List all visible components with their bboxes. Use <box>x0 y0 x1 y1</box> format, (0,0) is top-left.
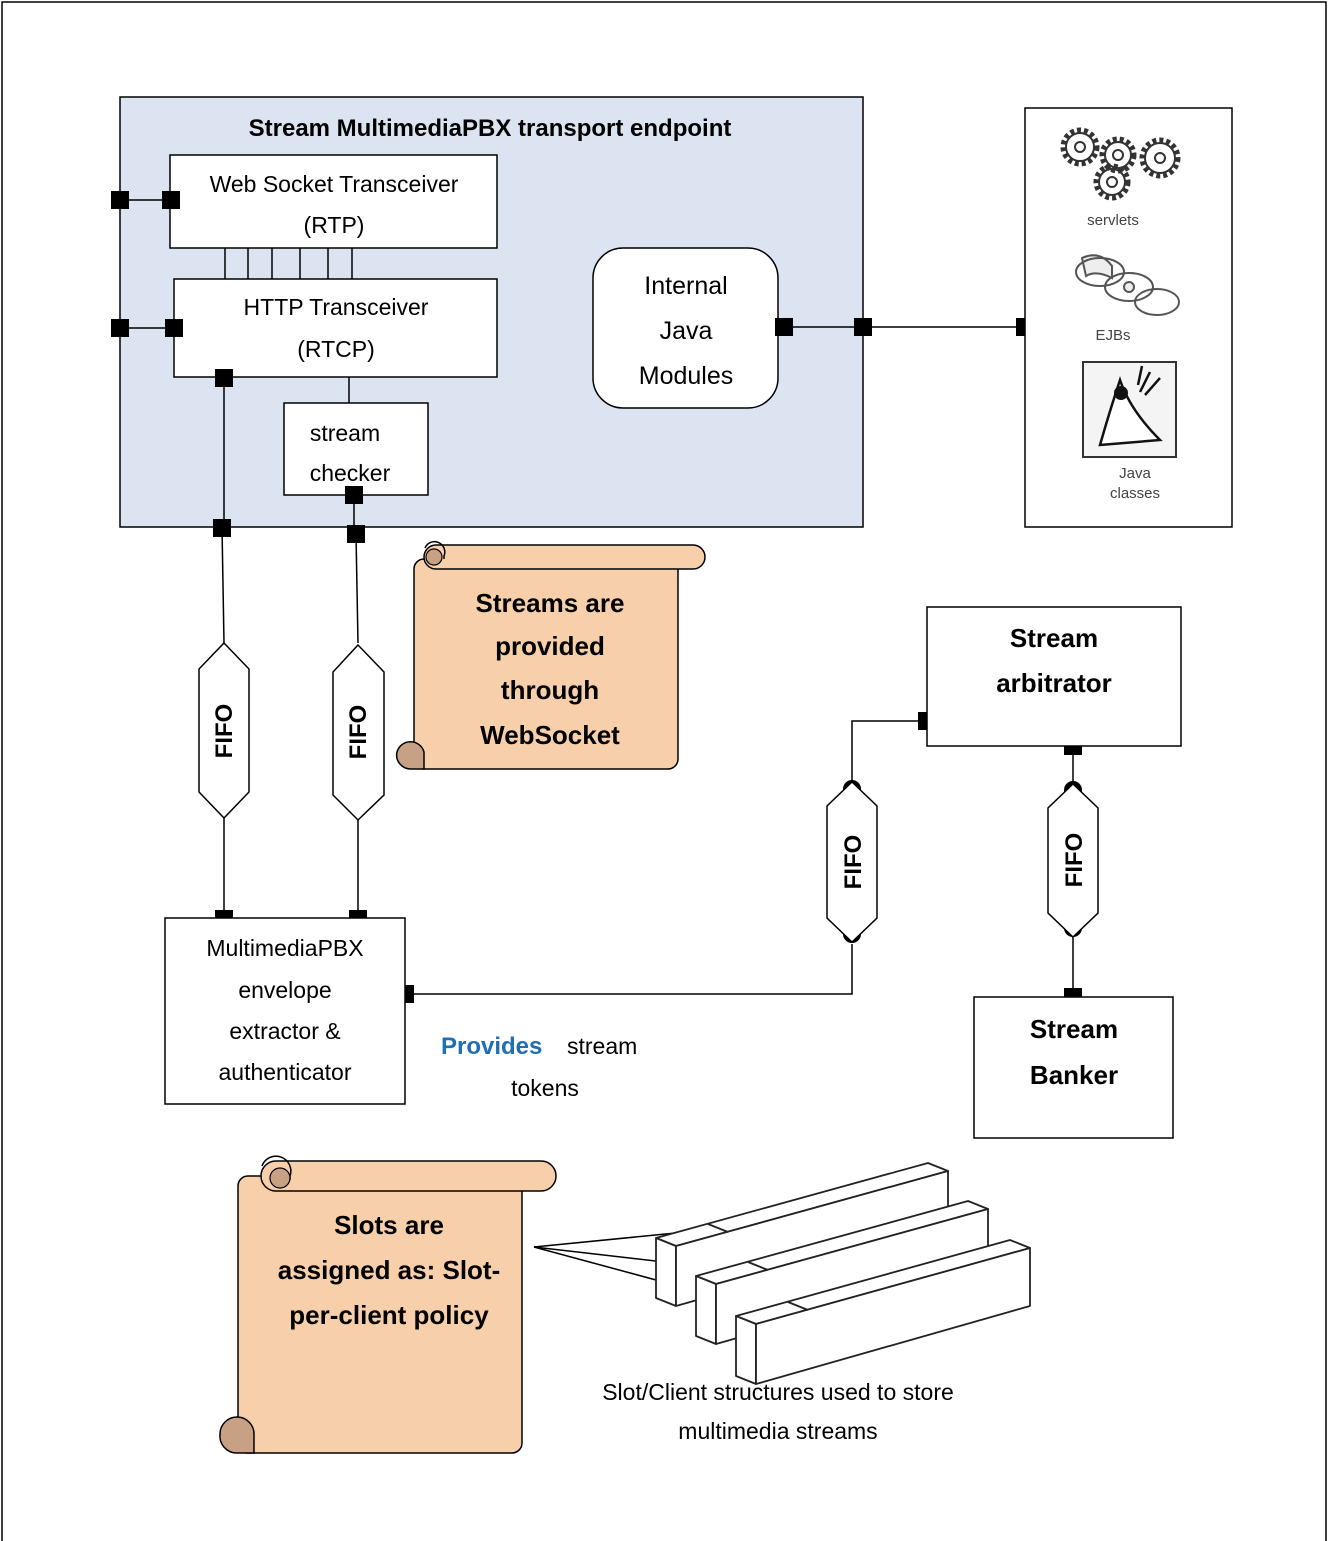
note-streams-line-4: WebSocket <box>480 720 620 750</box>
stream-banker: Stream Banker <box>973 996 1174 1139</box>
note-slots: Slots are assigned as: Slot- per-client … <box>219 1155 557 1454</box>
stream-arbitrator-label-1: Stream <box>1010 623 1098 653</box>
provides-line-2: tokens <box>511 1075 579 1101</box>
envelope-extractor-box <box>164 917 406 1105</box>
extractor-label-4: authenticator <box>219 1059 352 1085</box>
stream-checker: stream checker <box>283 402 429 496</box>
gears-icon <box>1060 127 1181 201</box>
port <box>165 319 183 337</box>
servlets-label: servlets <box>1087 212 1139 229</box>
fifo-4-label: FIFO <box>1061 833 1088 888</box>
round-ports <box>843 780 1082 943</box>
provides-highlight: Provides <box>441 1033 542 1060</box>
websocket-transceiver-label: Web Socket Transceiver <box>210 171 459 197</box>
provides-rest: stream <box>567 1033 637 1059</box>
extractor-label-3: extractor & <box>229 1018 340 1044</box>
note-streams-line-3: through <box>501 675 599 705</box>
stream-banker-label-2: Banker <box>1030 1060 1118 1090</box>
fifo-2-label: FIFO <box>345 705 372 760</box>
stream-arbitrator-box <box>926 606 1182 747</box>
envelope-extractor: MultimediaPBX envelope extractor & authe… <box>164 917 406 1105</box>
duke-icon <box>1082 361 1177 458</box>
websocket-transceiver-sublabel: (RTP) <box>304 212 365 238</box>
fifo-2: FIFO <box>332 643 385 822</box>
note-streams: Streams are provided through WebSocket <box>395 540 706 770</box>
ejb-icon <box>1075 254 1180 316</box>
fifo-3-label: FIFO <box>840 835 867 890</box>
java-classes-label-1: Java <box>1119 465 1151 482</box>
port <box>213 519 231 537</box>
port <box>854 318 872 336</box>
http-transceiver-box <box>173 278 498 378</box>
note-streams-line-2: provided <box>495 631 605 661</box>
transceiver-bus <box>224 248 353 279</box>
port <box>111 191 129 209</box>
port <box>162 191 180 209</box>
stream-banker-label-1: Stream <box>1030 1014 1118 1044</box>
stream-arbitrator: Stream arbitrator <box>926 606 1182 747</box>
transport-endpoint: Stream MultimediaPBX transport endpoint … <box>119 96 864 528</box>
stream-checker-box <box>283 402 429 496</box>
note-streams-line-1: Streams are <box>476 588 625 618</box>
port <box>347 525 365 543</box>
websocket-transceiver-box <box>169 154 498 249</box>
note-slots-line-3: per-client policy <box>289 1300 489 1330</box>
port <box>345 486 363 504</box>
internal-java-label-1: Internal <box>644 272 727 300</box>
port <box>111 319 129 337</box>
internal-java-label-3: Modules <box>639 362 734 390</box>
stream-checker-label: stream <box>310 420 380 446</box>
port <box>215 369 233 387</box>
fifo-3: FIFO <box>826 780 878 944</box>
http-transceiver-sublabel: (RTCP) <box>297 336 375 362</box>
stream-arbitrator-label-2: arbitrator <box>996 668 1112 698</box>
endpoint-title: Stream MultimediaPBX transport endpoint <box>249 115 732 142</box>
fifo-1: FIFO <box>198 641 250 820</box>
slot-caption-1: Slot/Client structures used to store <box>602 1379 954 1405</box>
websocket-transceiver: Web Socket Transceiver (RTP) <box>169 154 498 249</box>
note-slots-line-2: assigned as: Slot- <box>278 1255 501 1285</box>
internal-java-label-2: Java <box>660 317 713 345</box>
slot-caption-2: multimedia streams <box>678 1418 877 1444</box>
note-slots-line-1: Slots are <box>334 1210 444 1240</box>
port <box>775 318 793 336</box>
slot-structures-icon <box>655 1162 1031 1385</box>
ejbs-label: EJBs <box>1095 327 1130 344</box>
fifo-1-label: FIFO <box>211 704 238 759</box>
stream-checker-sublabel: checker <box>310 460 391 486</box>
fifo-4: FIFO <box>1047 782 1099 939</box>
http-transceiver-label: HTTP Transceiver <box>244 294 429 320</box>
internal-java-modules: Internal Java Modules <box>592 247 779 409</box>
extractor-label-1: MultimediaPBX <box>206 935 363 961</box>
extractor-label-2: envelope <box>238 977 331 1003</box>
java-container: servlets EJBs Java classes <box>1024 107 1233 528</box>
http-transceiver: HTTP Transceiver (RTCP) <box>173 278 498 378</box>
java-classes-label-2: classes <box>1110 485 1160 502</box>
provides-annotation: Provides stream tokens <box>441 1033 637 1101</box>
stream-banker-box <box>973 996 1174 1139</box>
